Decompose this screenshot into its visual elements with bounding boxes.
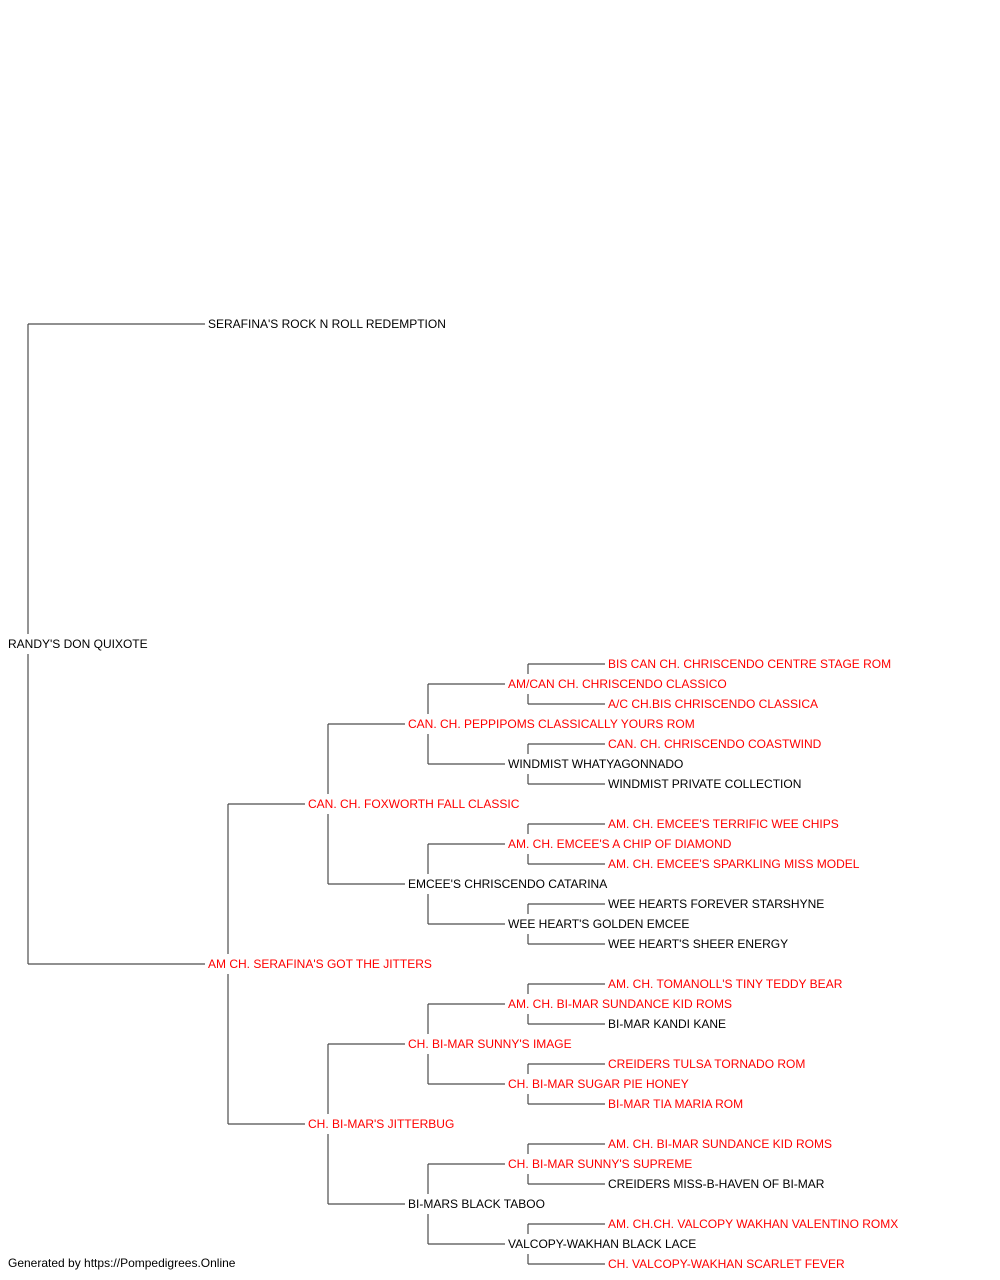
dog-name: CAN. CH. CHRISCENDO COASTWIND: [608, 737, 822, 751]
dog-name: AM. CH. EMCEE'S SPARKLING MISS MODEL: [608, 857, 860, 871]
dog-name: CH. BI-MAR SUNNY'S SUPREME: [508, 1157, 692, 1171]
dog-name: RANDY'S DON QUIXOTE: [8, 637, 148, 651]
dog-name: CH. VALCOPY-WAKHAN SCARLET FEVER: [608, 1257, 845, 1271]
dog-name: CAN. CH. FOXWORTH FALL CLASSIC: [308, 797, 520, 811]
dog-name: AM. CH.CH. VALCOPY WAKHAN VALENTINO ROMX: [608, 1217, 898, 1231]
dog-name: AM. CH. EMCEE'S TERRIFIC WEE CHIPS: [608, 817, 839, 831]
dog-name: CAN. CH. PEPPIPOMS CLASSICALLY YOURS ROM: [408, 717, 695, 731]
dog-name: AM. CH. BI-MAR SUNDANCE KID ROMS: [608, 1137, 832, 1151]
dog-name: BI-MAR KANDI KANE: [608, 1017, 726, 1031]
dog-name: AM CH. SERAFINA'S GOT THE JITTERS: [208, 957, 432, 971]
dog-name: WEE HEART'S GOLDEN EMCEE: [508, 917, 689, 931]
dog-name: SERAFINA'S ROCK N ROLL REDEMPTION: [208, 317, 446, 331]
dog-name: VALCOPY-WAKHAN BLACK LACE: [508, 1237, 696, 1251]
dog-name: CH. BI-MAR SUGAR PIE HONEY: [508, 1077, 689, 1091]
dog-name: AM. CH. BI-MAR SUNDANCE KID ROMS: [508, 997, 732, 1011]
dog-name: EMCEE'S CHRISCENDO CATARINA: [408, 877, 607, 891]
dog-name: CH. BI-MAR SUNNY'S IMAGE: [408, 1037, 572, 1051]
footer-credit: Generated by https://Pompedigrees.Online: [8, 1256, 236, 1270]
dog-name: AM. CH. TOMANOLL'S TINY TEDDY BEAR: [608, 977, 843, 991]
dog-name: WINDMIST WHATYAGONNADO: [508, 757, 683, 771]
dog-name: A/C CH.BIS CHRISCENDO CLASSICA: [608, 697, 818, 711]
dog-name: AM. CH. EMCEE'S A CHIP OF DIAMOND: [508, 837, 732, 851]
dog-name: WINDMIST PRIVATE COLLECTION: [608, 777, 801, 791]
dog-name: CREIDERS TULSA TORNADO ROM: [608, 1057, 805, 1071]
dog-name: WEE HEART'S SHEER ENERGY: [608, 937, 788, 951]
dog-name: WEE HEARTS FOREVER STARSHYNE: [608, 897, 824, 911]
dog-name: AM/CAN CH. CHRISCENDO CLASSICO: [508, 677, 727, 691]
dog-name: BI-MARS BLACK TABOO: [408, 1197, 545, 1211]
dog-name: CH. BI-MAR'S JITTERBUG: [308, 1117, 454, 1131]
dog-name: CREIDERS MISS-B-HAVEN OF BI-MAR: [608, 1177, 825, 1191]
dog-name: BI-MAR TIA MARIA ROM: [608, 1097, 743, 1111]
dog-name: BIS CAN CH. CHRISCENDO CENTRE STAGE ROM: [608, 657, 891, 671]
